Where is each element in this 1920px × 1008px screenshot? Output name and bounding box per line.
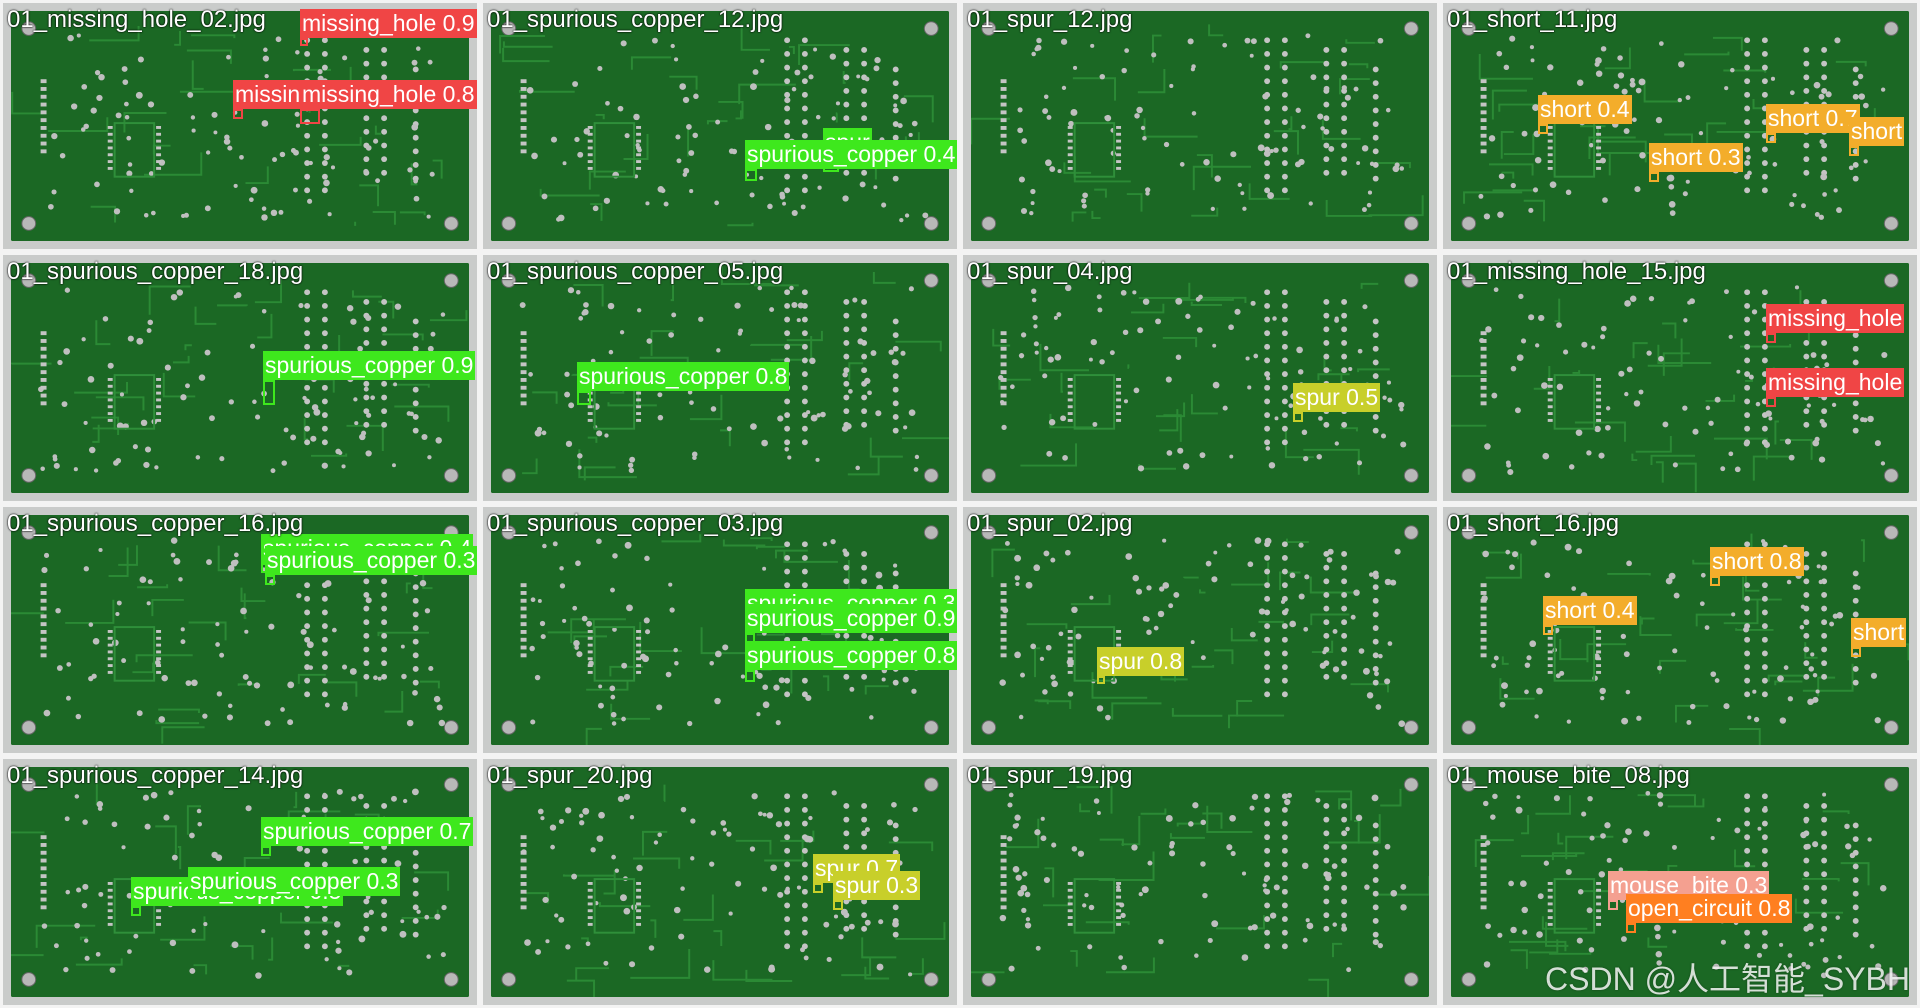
- tile-filename: 01_spur_20.jpg: [487, 762, 653, 789]
- detection-label: spurious_copper 0.7: [261, 817, 474, 846]
- bounding-box: [300, 109, 320, 124]
- pcb-board-image: [1451, 11, 1909, 241]
- bounding-box: [1543, 625, 1553, 635]
- detection-label: short 0.8: [1710, 547, 1804, 576]
- detection-label: short: [1849, 117, 1905, 146]
- watermark: CSDN @人工智能_SYBH: [1545, 961, 1910, 997]
- pcb-board-image: [1451, 767, 1909, 997]
- tile-filename: 01_spurious_copper_12.jpg: [487, 6, 784, 33]
- detection-label: open_circuit 0.8: [1626, 894, 1793, 923]
- result-tile: 01_spurious_copper_14.jpg spurious_copper…: [0, 756, 480, 1008]
- pcb-board-image: [971, 767, 1429, 997]
- bounding-box: [233, 109, 243, 119]
- tile-filename: 01_spur_02.jpg: [967, 510, 1133, 537]
- tile-filename: 01_spur_04.jpg: [967, 258, 1133, 285]
- pcb-board-image: [971, 515, 1429, 745]
- result-tile: 01_spurious_copper_12.jpgspurspurious_co…: [480, 0, 960, 252]
- bounding-box: [813, 883, 823, 893]
- bounding-box: [1710, 576, 1720, 586]
- detection-label: short 0.3: [1649, 143, 1743, 172]
- detection-label: spur 0.5: [1293, 383, 1381, 412]
- bounding-box: [261, 846, 271, 856]
- detection-label: short: [1851, 618, 1907, 647]
- bounding-box: [188, 896, 198, 906]
- result-tile: 01_missing_hole_02.jpg missing_hole 0.9 mi…: [0, 0, 480, 252]
- bounding-box: [300, 38, 308, 46]
- result-tile: 01_spur_19.jpg: [960, 756, 1440, 1008]
- detection-label: spurious_copper 0.4: [745, 140, 957, 169]
- pcb-board-image: [1451, 263, 1909, 493]
- bounding-box: [745, 670, 755, 682]
- bounding-box: [1626, 923, 1636, 933]
- bounding-box: [1766, 333, 1776, 343]
- result-tile: 01_spurious_copper_16.jpg spurious_copper…: [0, 504, 480, 756]
- pcb-board-image: [971, 11, 1429, 241]
- detection-label: spurious_copper 0.3: [188, 867, 401, 896]
- tile-filename: 01_spurious_copper_05.jpg: [487, 258, 784, 285]
- pcb-board-image: [11, 11, 469, 241]
- detection-label: missing_hole 0.8: [300, 80, 477, 109]
- bounding-box: [1649, 172, 1659, 182]
- tile-filename: 01_spurious_copper_14.jpg: [7, 762, 304, 789]
- tile-filename: 01_missing_hole_15.jpg: [1447, 258, 1706, 285]
- bounding-box: [265, 575, 275, 585]
- tile-filename: 01_short_16.jpg: [1447, 510, 1620, 537]
- tile-filename: 01_missing_hole_02.jpg: [7, 6, 266, 33]
- detection-label: missing_hole: [1766, 368, 1905, 397]
- pcb-board-image: [1451, 515, 1909, 745]
- bounding-box: [577, 391, 591, 405]
- bounding-box: [1766, 133, 1776, 143]
- bounding-box: [833, 900, 843, 910]
- bounding-box: [1097, 676, 1105, 684]
- bounding-box: [1766, 397, 1776, 407]
- tile-filename: 01_spurious_copper_03.jpg: [487, 510, 784, 537]
- pcb-board-image: [11, 515, 469, 745]
- detection-label: spurious_copper 0.3: [265, 546, 477, 575]
- bounding-box: [131, 906, 141, 916]
- detection-label: spur 0.8: [1097, 647, 1185, 676]
- detection-label: spurious_copper 0.8: [745, 641, 957, 670]
- tile-filename: 01_spur_12.jpg: [967, 6, 1133, 33]
- detection-label: missing_hole: [1766, 304, 1905, 333]
- detection-label: spur 0.3: [833, 871, 921, 900]
- result-tile: 01_spur_12.jpg: [960, 0, 1440, 252]
- bounding-box: [263, 380, 275, 405]
- bounding-box: [1608, 900, 1618, 910]
- bounding-box: [1293, 412, 1303, 422]
- tile-filename: 01_short_11.jpg: [1447, 6, 1618, 33]
- result-tile: 01_spurious_copper_03.jpg spurious_copper…: [480, 504, 960, 756]
- tile-filename: 01_mouse_bite_08.jpg: [1447, 762, 1690, 789]
- detection-label: short 0.7: [1766, 104, 1860, 133]
- detection-label: spurious_copper 0.8: [577, 362, 790, 391]
- bounding-box: [1849, 146, 1859, 156]
- bounding-box: [1538, 124, 1548, 134]
- pcb-board-image: [971, 263, 1429, 493]
- pcb-board-image: [491, 11, 949, 241]
- result-tile: 01_spurious_copper_18.jpg spurious_copper…: [0, 252, 480, 504]
- tile-filename: 01_spur_19.jpg: [967, 762, 1133, 789]
- detection-label: short 0.4: [1538, 95, 1632, 124]
- tile-filename: 01_spurious_copper_18.jpg: [7, 258, 304, 285]
- result-tile: 01_spurious_copper_05.jpg spurious_copper…: [480, 252, 960, 504]
- bounding-box: [1851, 647, 1861, 657]
- bounding-box: [745, 169, 757, 181]
- detection-label: missing_hole 0.9: [300, 9, 477, 38]
- detection-label: spurious_copper 0.9: [745, 604, 957, 633]
- detection-label: short 0.4: [1543, 596, 1637, 625]
- detection-label: spurious_copper 0.9: [263, 351, 476, 380]
- pcb-board-image: [491, 263, 949, 493]
- tile-filename: 01_spurious_copper_16.jpg: [7, 510, 304, 537]
